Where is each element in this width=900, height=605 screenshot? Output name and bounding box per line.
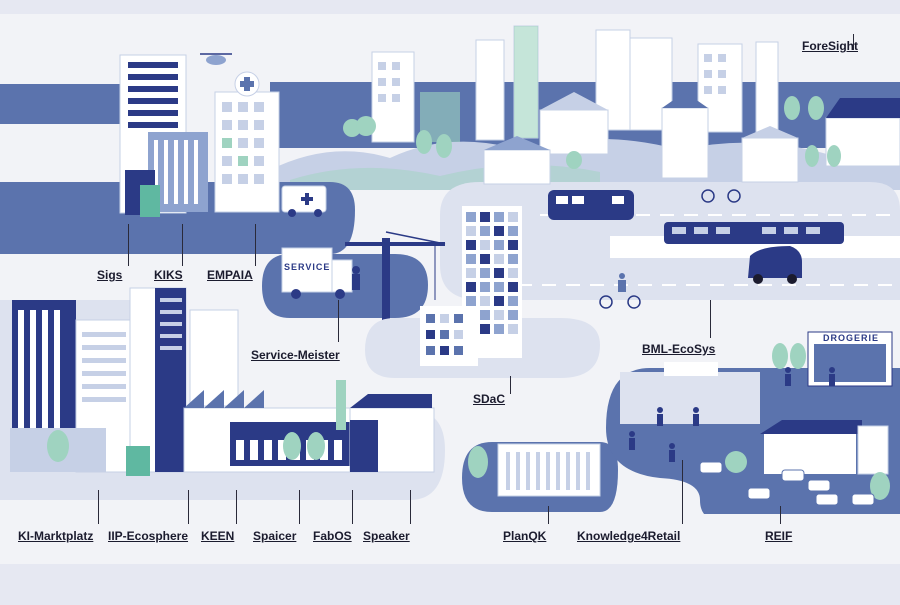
label-planqk[interactable]: PlanQK [503,529,547,543]
label-empaia[interactable]: EMPAIA [207,268,253,282]
tick-sigs [128,224,129,266]
tick-service-meister [338,300,339,342]
car [748,246,802,278]
tick-bml-ecosys [710,300,711,338]
crane [382,238,390,368]
tick-kiks [182,224,183,266]
tick-planqk [548,506,549,524]
label-speaker[interactable]: Speaker [363,529,410,543]
drogerie-sign: DROGERIE [823,333,880,343]
tick-reif [780,506,781,524]
label-spaicer[interactable]: Spaicer [253,529,297,543]
tick-keen [236,490,237,524]
label-knowledge4retail[interactable]: Knowledge4Retail [577,529,681,543]
retail-store [620,372,760,424]
tick-fabos [352,490,353,524]
tick-empaia [255,224,256,266]
label-iip-ecosphere[interactable]: IIP-Ecosphere [108,529,189,543]
tick-knowledge4retail [682,460,683,524]
tick-foresight [853,34,854,50]
tick-speaker [410,490,411,524]
label-sigs[interactable]: Sigs [97,268,123,282]
bus [548,190,634,220]
label-fabos[interactable]: FabOS [313,529,352,543]
tick-sdac [510,376,511,394]
tick-iip-ecosphere [188,490,189,524]
label-reif[interactable]: REIF [765,529,793,543]
label-bml-ecosys[interactable]: BML-EcoSys [642,342,716,356]
label-kiks[interactable]: KIKS [154,268,183,282]
label-service-meister[interactable]: Service-Meister [251,348,340,362]
label-sdac[interactable]: SDaC [473,392,506,406]
service-truck-sign: SERVICE [284,262,331,272]
tick-spaicer [299,490,300,524]
label-ki-marktplatz[interactable]: KI-Marktplatz [18,529,94,543]
tick-ki-marktplatz [98,490,99,524]
tram [664,222,844,244]
label-keen[interactable]: KEEN [201,529,235,543]
label-foresight[interactable]: ForeSight [802,39,858,53]
